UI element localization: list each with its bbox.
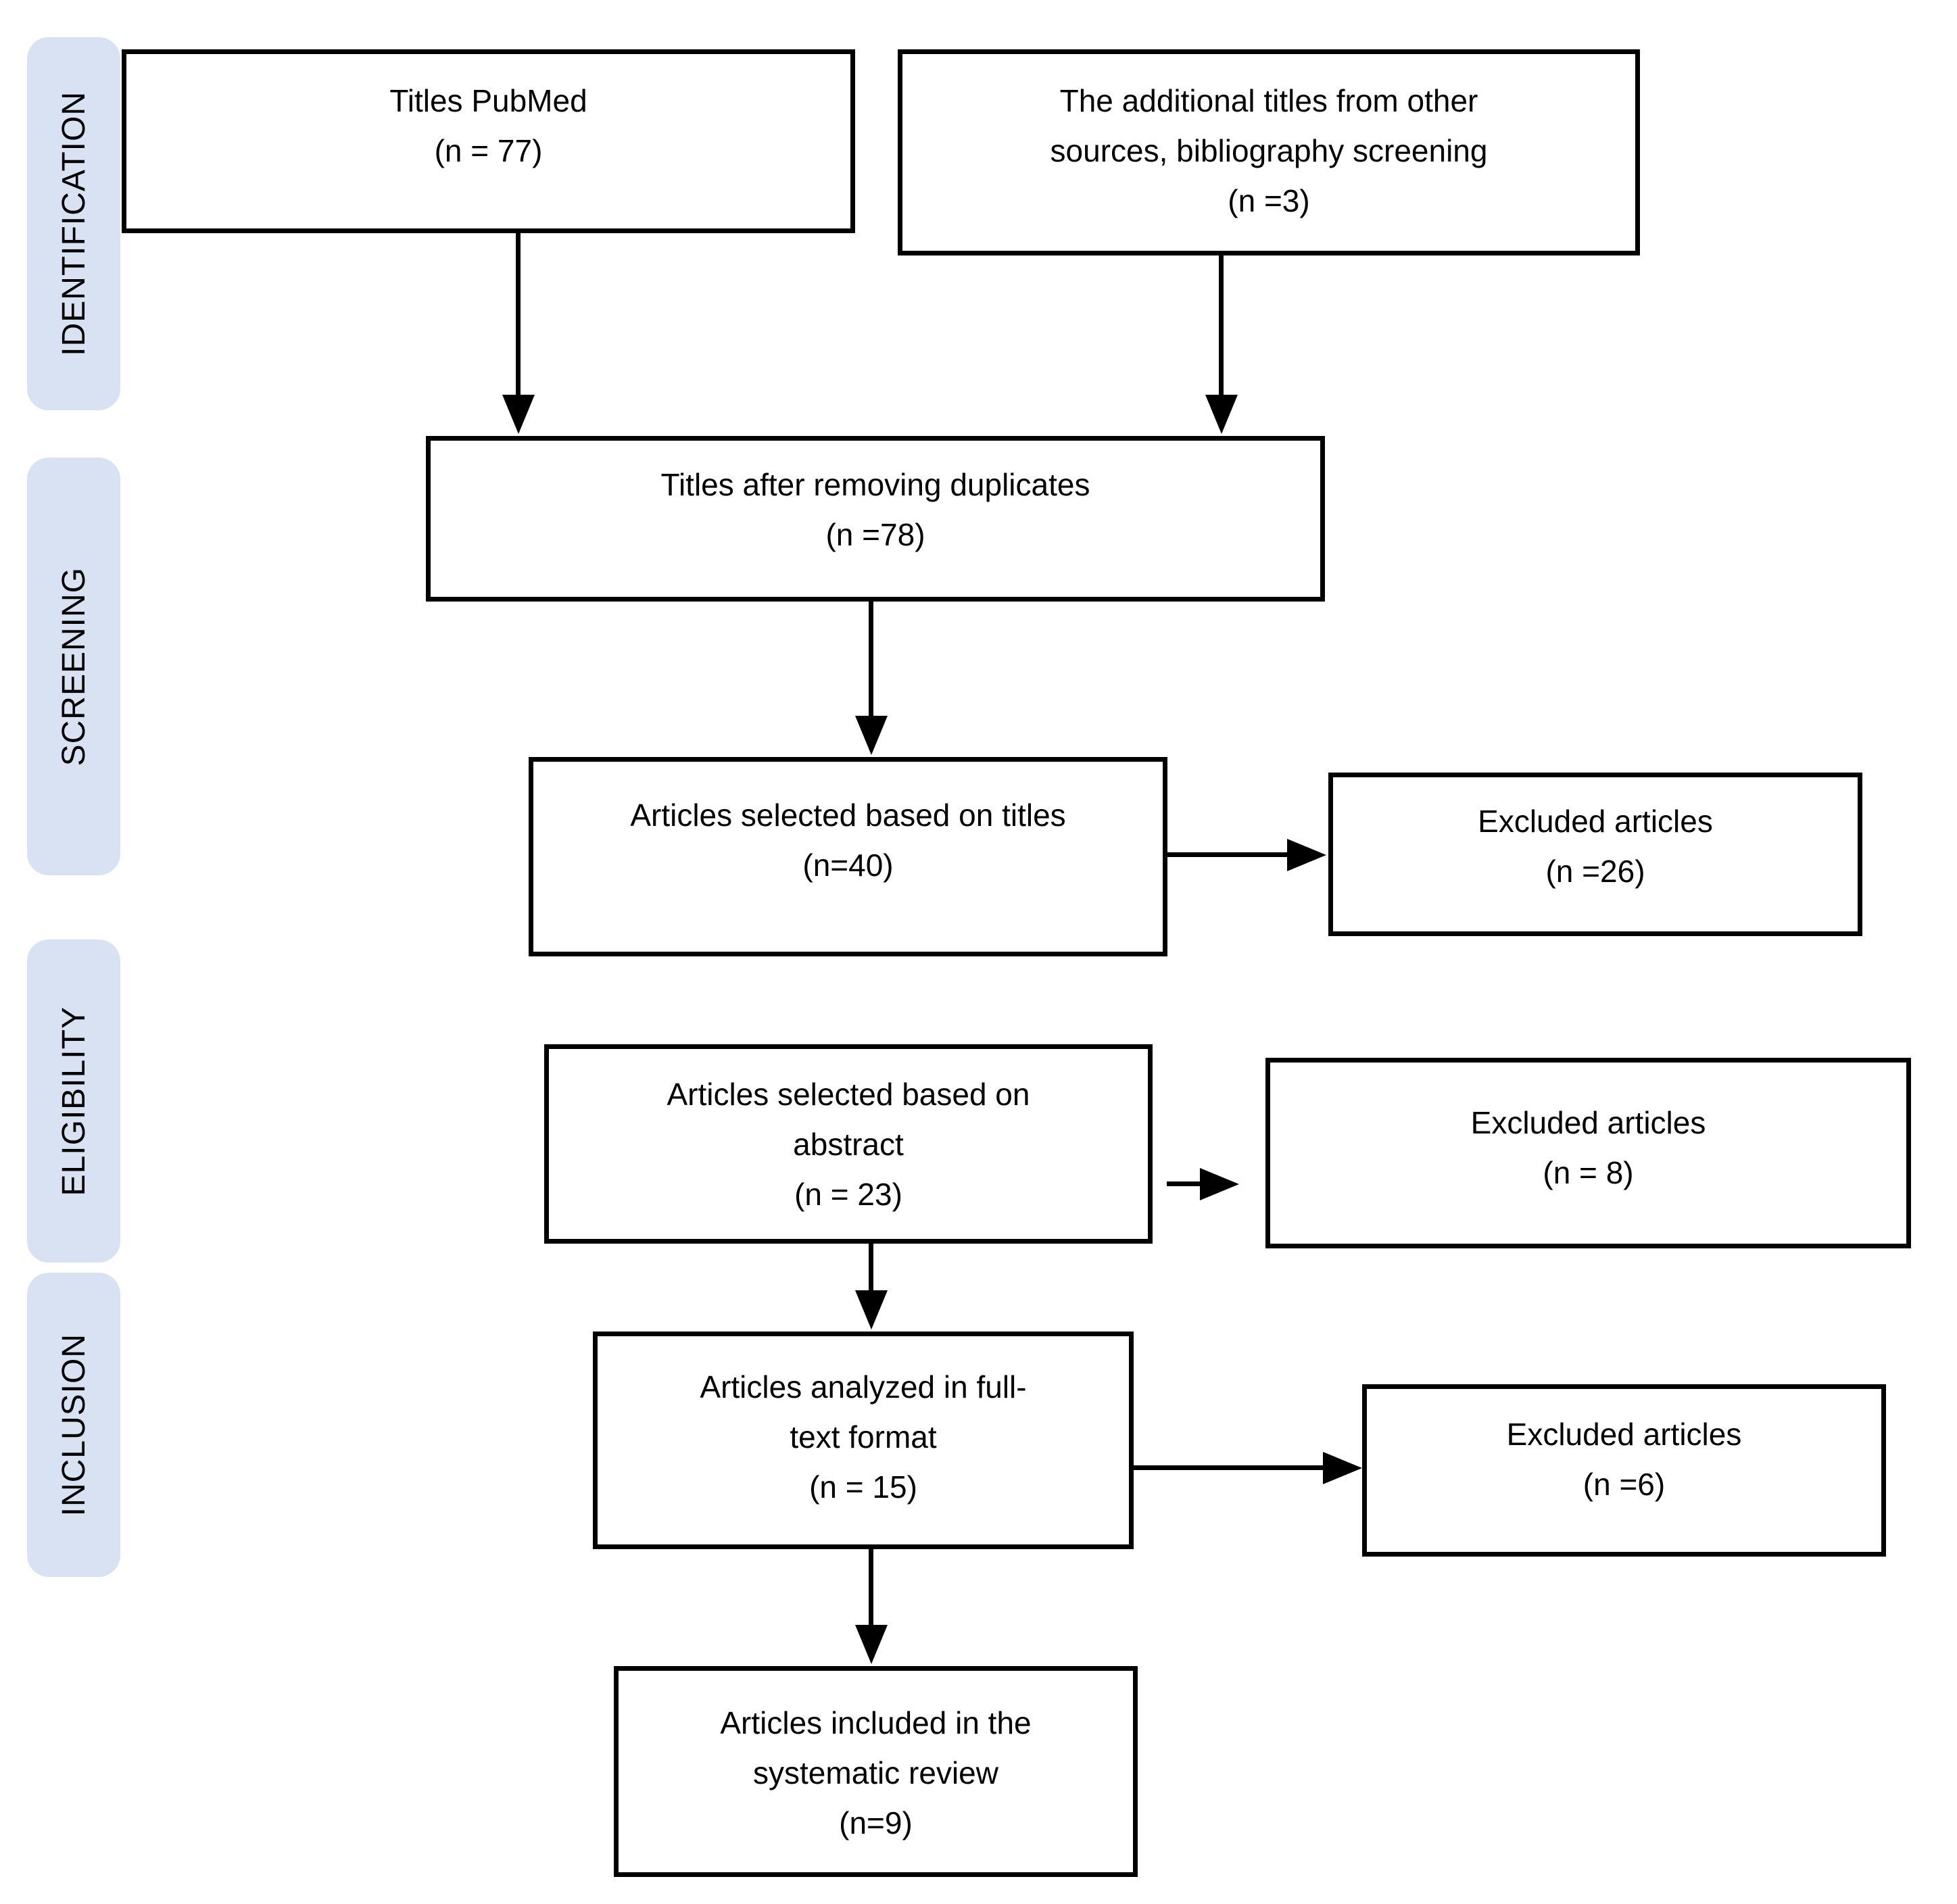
arrow-pubmed-to-duplicates-head: [502, 395, 535, 434]
flow-box-additional-titles: The additional titles from other sources…: [898, 49, 1640, 255]
flow-box-selected-titles: Articles selected based on titles (n=40): [529, 757, 1167, 956]
box-text-line: (n = 23): [794, 1177, 902, 1212]
flow-box-titles-pubmed: Titles PubMed (n = 77): [122, 49, 855, 233]
phase-band-identification: IDENTIFICATION: [27, 37, 120, 410]
box-text-line: (n =78): [825, 517, 925, 552]
box-text-line: sources, bibliography screening: [1050, 133, 1488, 168]
box-text-line: (n=9): [839, 1805, 913, 1840]
flow-box-excluded-fulltext: Excluded articles (n =6): [1362, 1384, 1886, 1557]
flow-box-selected-abstract: Articles selected based on abstract (n =…: [544, 1044, 1153, 1244]
phase-label-eligibility: ELIGIBILITY: [55, 1006, 92, 1196]
arrow-titles-to-excluded-head: [1287, 839, 1326, 871]
phase-band-screening: SCREENING: [27, 458, 120, 875]
box-text-line: abstract: [793, 1127, 904, 1162]
flow-box-fulltext-analyzed: Articles analyzed in full- text format (…: [593, 1332, 1134, 1549]
box-text-line: (n = 8): [1543, 1155, 1634, 1190]
box-text-line: systematic review: [753, 1755, 998, 1790]
box-text-line: Articles analyzed in full-: [700, 1369, 1027, 1405]
box-text-line: Excluded articles: [1470, 1105, 1706, 1140]
arrow-abstract-to-excluded-line: [1167, 1181, 1202, 1186]
arrow-duplicates-to-titles-line: [869, 602, 873, 718]
box-text-line: Articles included in the: [720, 1705, 1032, 1740]
arrow-abstract-to-excluded-head: [1200, 1168, 1239, 1200]
arrow-fulltext-to-excluded-head: [1323, 1452, 1362, 1484]
flow-box-included-review: Articles included in the systematic revi…: [614, 1666, 1138, 1877]
phase-band-eligibility: ELIGIBILITY: [27, 939, 120, 1263]
flow-box-after-duplicates: Titles after removing duplicates (n =78): [426, 436, 1325, 602]
phase-band-inclusion: INCLUSION: [27, 1273, 120, 1577]
box-text-line: Articles selected based on titles: [630, 798, 1066, 833]
phase-label-screening: SCREENING: [55, 566, 92, 766]
box-text-line: (n =3): [1228, 183, 1310, 218]
box-text-line: (n =6): [1582, 1467, 1666, 1502]
box-text-line: (n = 15): [809, 1469, 917, 1505]
phase-label-identification: IDENTIFICATION: [55, 91, 92, 356]
box-text-line: Titles PubMed: [389, 83, 587, 118]
box-text-line: Titles after removing duplicates: [660, 467, 1090, 502]
arrow-abstract-to-fulltext-line: [869, 1244, 873, 1292]
flow-box-excluded-titles: Excluded articles (n =26): [1328, 773, 1862, 936]
box-text-line: (n =26): [1545, 854, 1645, 889]
arrow-fulltext-to-included-head: [855, 1625, 888, 1664]
arrow-fulltext-to-excluded-line: [1134, 1465, 1325, 1470]
arrow-duplicates-to-titles-head: [855, 716, 888, 755]
arrow-pubmed-to-duplicates-line: [516, 233, 521, 397]
box-text-line: Excluded articles: [1506, 1417, 1742, 1452]
flow-box-excluded-abstract: Excluded articles (n = 8): [1265, 1058, 1911, 1248]
arrow-abstract-to-fulltext-head: [855, 1290, 888, 1329]
box-text-line: text format: [790, 1419, 937, 1455]
phase-label-inclusion: INCLUSION: [55, 1333, 92, 1517]
arrow-additional-to-duplicates-head: [1205, 395, 1238, 434]
arrow-fulltext-to-included-line: [869, 1549, 873, 1627]
box-text-line: The additional titles from other: [1059, 83, 1478, 118]
arrow-additional-to-duplicates-line: [1219, 255, 1224, 397]
box-text-line: Articles selected based on: [667, 1077, 1030, 1112]
box-text-line: (n = 77): [434, 133, 543, 168]
box-text-line: Excluded articles: [1478, 804, 1713, 839]
box-text-line: (n=40): [802, 848, 894, 883]
arrow-titles-to-excluded-line: [1167, 852, 1289, 857]
